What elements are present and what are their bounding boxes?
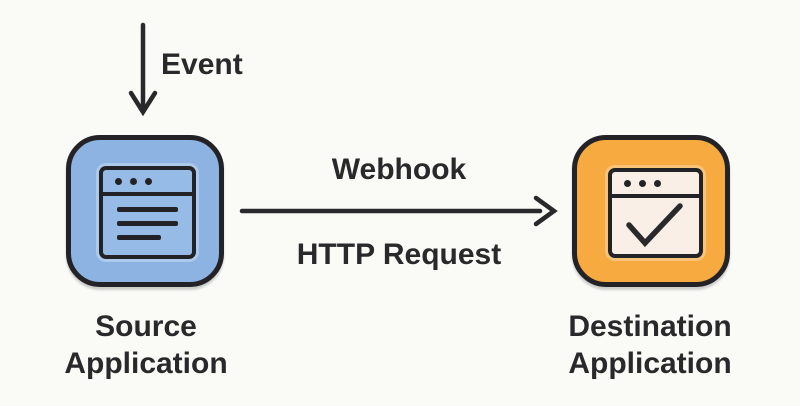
event-label: Event xyxy=(161,48,243,81)
webhook-label: Webhook xyxy=(331,153,467,186)
window-dot xyxy=(115,177,122,185)
destination-node-label: Destination Application xyxy=(540,308,760,382)
window-dot xyxy=(130,177,137,185)
window-content-check xyxy=(612,198,699,257)
text-line xyxy=(117,221,178,226)
text-line xyxy=(117,207,178,212)
source-label-line2: Application xyxy=(64,347,228,380)
http-request-label: HTTP Request xyxy=(296,238,502,271)
window-dot xyxy=(639,179,646,187)
destination-label-line1: Destination xyxy=(568,310,732,343)
browser-window-check-icon xyxy=(608,168,703,258)
destination-app-node xyxy=(572,135,730,287)
browser-window-lines-icon xyxy=(99,166,196,259)
source-label-line1: Source xyxy=(95,310,197,343)
event-down-arrow-icon xyxy=(128,22,158,117)
window-dot xyxy=(624,179,631,187)
text-line xyxy=(117,235,161,240)
window-titlebar xyxy=(612,172,699,198)
webhook-right-arrow-icon xyxy=(239,195,558,227)
source-node-label: Source Application xyxy=(36,308,256,382)
window-content-lines xyxy=(103,196,192,255)
window-dot xyxy=(654,179,661,187)
destination-label-line2: Application xyxy=(568,347,732,380)
window-titlebar xyxy=(103,170,192,196)
source-app-node xyxy=(66,135,224,287)
checkmark-icon xyxy=(626,203,683,248)
window-dot xyxy=(145,177,152,185)
